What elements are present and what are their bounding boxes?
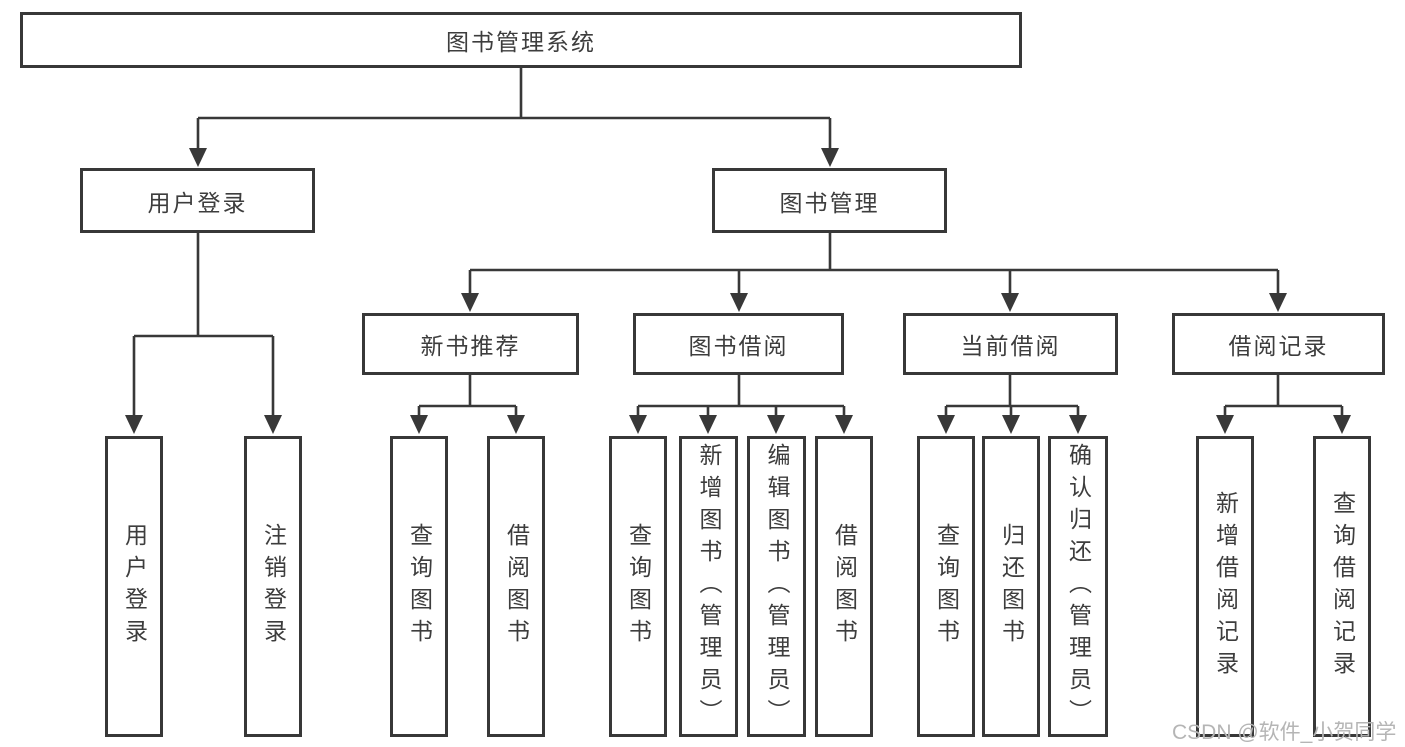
leaf-query-borrow-record: 查询借阅记录	[1313, 436, 1371, 737]
node-current-borrow-label: 当前借阅	[960, 333, 1061, 359]
node-new-book-recommend: 新书推荐	[362, 313, 579, 375]
leaf-borrow-books-recommend: 借阅图书	[487, 436, 545, 737]
leaf-query-books-recommend: 查询图书	[390, 436, 448, 737]
node-borrow-records-label: 借阅记录	[1228, 333, 1329, 359]
node-root-label: 图书管理系统	[446, 29, 596, 55]
leaf-borrow-books: 借阅图书	[815, 436, 873, 737]
connector-user-login-group	[125, 233, 282, 434]
node-book-borrow: 图书借阅	[633, 313, 844, 375]
leaf-logout: 注销登录	[244, 436, 302, 737]
connector-book-borrow-group	[629, 375, 853, 434]
leaf-query-books-borrow: 查询图书	[609, 436, 667, 737]
leaf-confirm-return-admin: 确认归还（管理员）	[1048, 436, 1108, 737]
leaf-edit-book-admin: 编辑图书（管理员）	[747, 436, 806, 737]
node-current-borrow: 当前借阅	[903, 313, 1118, 375]
node-new-book-recommend-label: 新书推荐	[420, 333, 521, 359]
node-borrow-records: 借阅记录	[1172, 313, 1385, 375]
node-book-management-label: 图书管理	[779, 189, 880, 216]
node-root: 图书管理系统	[20, 12, 1022, 68]
leaf-user-login: 用户登录	[105, 436, 163, 737]
leaf-query-books-current: 查询图书	[917, 436, 975, 737]
node-book-management: 图书管理	[712, 168, 947, 233]
connector-new-book-group	[410, 375, 525, 434]
leaf-add-book-admin: 新增图书（管理员）	[679, 436, 738, 737]
node-book-borrow-label: 图书借阅	[688, 333, 789, 359]
node-user-login-label: 用户登录	[147, 189, 248, 216]
watermark-text: CSDN @软件_小贺同学	[1172, 721, 1397, 744]
node-user-login: 用户登录	[80, 168, 315, 233]
connector-root-to-level2	[189, 68, 839, 167]
connector-book-management-to-level3	[461, 233, 1287, 312]
leaf-return-book: 归还图书	[982, 436, 1040, 737]
connector-current-borrow-group	[937, 375, 1087, 434]
leaf-add-borrow-record: 新增借阅记录	[1196, 436, 1254, 737]
connector-borrow-records-group	[1216, 375, 1351, 434]
